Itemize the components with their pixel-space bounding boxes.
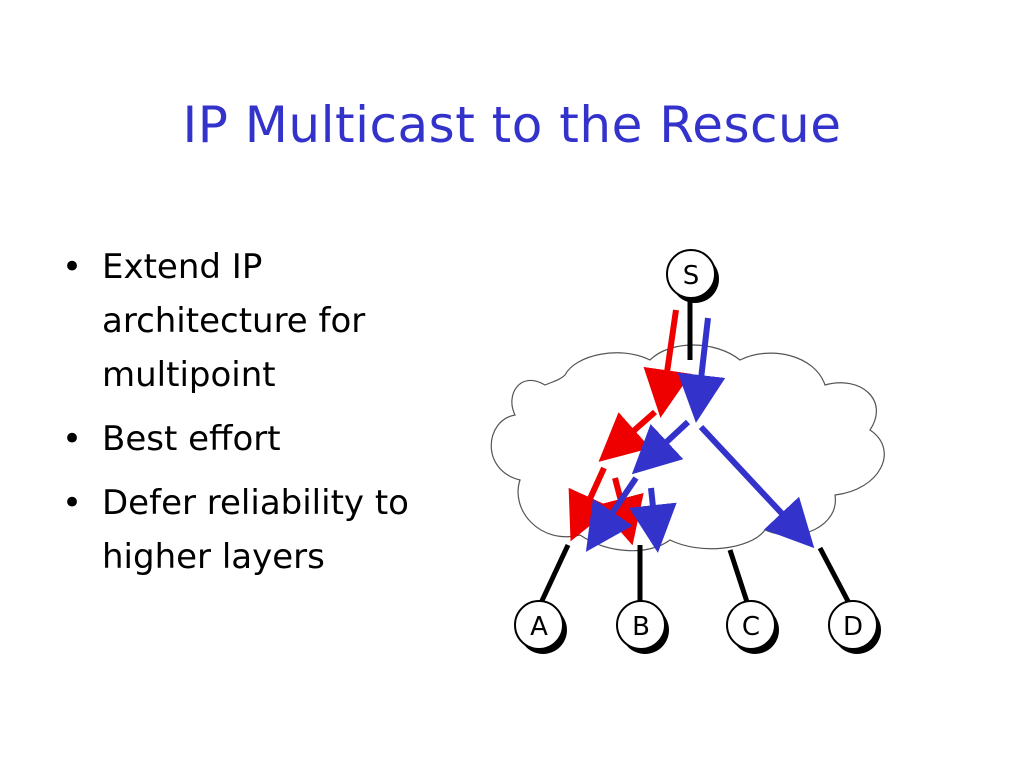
- bullet-item: • Extend IP architecture for multipoint: [58, 240, 478, 402]
- receiver-label: D: [843, 612, 863, 642]
- receiver-node-c: C: [726, 600, 779, 654]
- bullet-dot: •: [62, 419, 83, 459]
- bullet-list: • Extend IP architecture for multipoint …: [58, 240, 478, 594]
- bullet-text: Best effort: [102, 419, 281, 459]
- bullet-item: • Defer reliability to higher layers: [58, 476, 478, 584]
- receiver-node-b: B: [616, 600, 669, 654]
- bullet-text: Defer reliability to higher layers: [102, 483, 409, 577]
- receiver-label: B: [632, 612, 650, 642]
- bullet-item: • Best effort: [58, 412, 478, 466]
- source-label: S: [683, 261, 700, 291]
- blue-flow: [585, 317, 815, 553]
- source-node: S: [666, 249, 719, 303]
- link-a: [537, 543, 571, 607]
- link-c: [727, 549, 751, 606]
- bullet-dot: •: [62, 247, 83, 287]
- link-d: [817, 546, 853, 607]
- receiver-node-d: D: [828, 600, 881, 654]
- bullet-dot: •: [62, 483, 83, 523]
- receiver-node-a: A: [514, 600, 567, 654]
- network-cloud: [490, 344, 885, 552]
- receiver-label: C: [742, 612, 760, 642]
- multicast-diagram: S A B C D: [490, 249, 885, 654]
- receiver-label: A: [530, 612, 548, 642]
- bullet-text: Extend IP architecture for multipoint: [102, 247, 366, 395]
- slide-title: IP Multicast to the Rescue: [182, 96, 842, 154]
